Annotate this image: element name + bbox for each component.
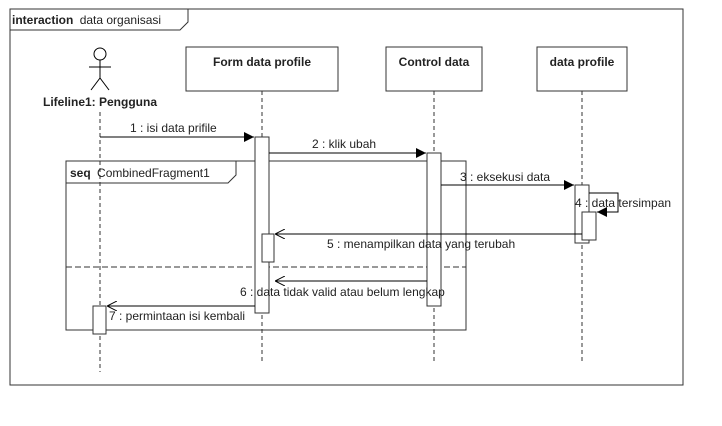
- message-6: 6 : data tidak valid atau belum lengkap: [240, 281, 445, 299]
- message-label: 2 : klik ubah: [312, 137, 376, 151]
- interaction-frame: interaction data organisasi: [9, 8, 684, 386]
- lifeline-data-profile: data profile: [536, 46, 628, 364]
- stick-figure-icon: [89, 47, 111, 91]
- activation-data-profile-nested: [581, 211, 597, 241]
- lifeline-label: Form data profile: [213, 55, 311, 69]
- activation-actor: [92, 305, 107, 335]
- message-label: 5 : menampilkan data yang terubah: [327, 237, 515, 251]
- message-label: 4 : data tersimpan: [575, 196, 671, 210]
- message-label: 1 : isi data prifile: [130, 121, 217, 135]
- svg-text:interaction data organis: interaction data organisasi: [12, 13, 161, 27]
- actor-label: Lifeline1: Pengguna: [43, 95, 157, 109]
- activation-form: [254, 136, 270, 314]
- message-7: 7 : permintaan isi kembali: [107, 306, 255, 323]
- activation-form-nested: [261, 233, 275, 263]
- activation-boxes: [92, 136, 597, 335]
- lifeline-control-data: Control data: [385, 46, 483, 364]
- combined-fragment: seq CombinedFragment1: [65, 160, 467, 331]
- message-label: 3 : eksekusi data: [460, 170, 550, 184]
- svg-text:seq CombinedFragment1: seq CombinedFragment1: [70, 166, 210, 180]
- frame-keyword: interaction: [12, 13, 73, 27]
- message-2: 2 : klik ubah: [269, 137, 426, 158]
- lifeline-form-data-profile: Form data profile: [185, 46, 339, 364]
- fragment-title: CombinedFragment1: [97, 166, 210, 180]
- message-4-self: 4 : data tersimpan: [575, 192, 671, 217]
- message-1: 1 : isi data prifile: [100, 121, 254, 142]
- message-5: 5 : menampilkan data yang terubah: [275, 234, 582, 251]
- activation-control: [426, 152, 442, 307]
- lifeline-label: data profile: [550, 55, 615, 69]
- lifeline-label: Control data: [399, 55, 470, 69]
- actor-pengguna: Lifeline1: Pengguna: [43, 47, 157, 372]
- frame-title: data organisasi: [80, 13, 161, 27]
- message-3: 3 : eksekusi data: [441, 170, 574, 190]
- message-label: 6 : data tidak valid atau belum lengkap: [240, 285, 445, 299]
- fragment-keyword: seq: [70, 166, 91, 180]
- message-label: 7 : permintaan isi kembali: [109, 309, 245, 323]
